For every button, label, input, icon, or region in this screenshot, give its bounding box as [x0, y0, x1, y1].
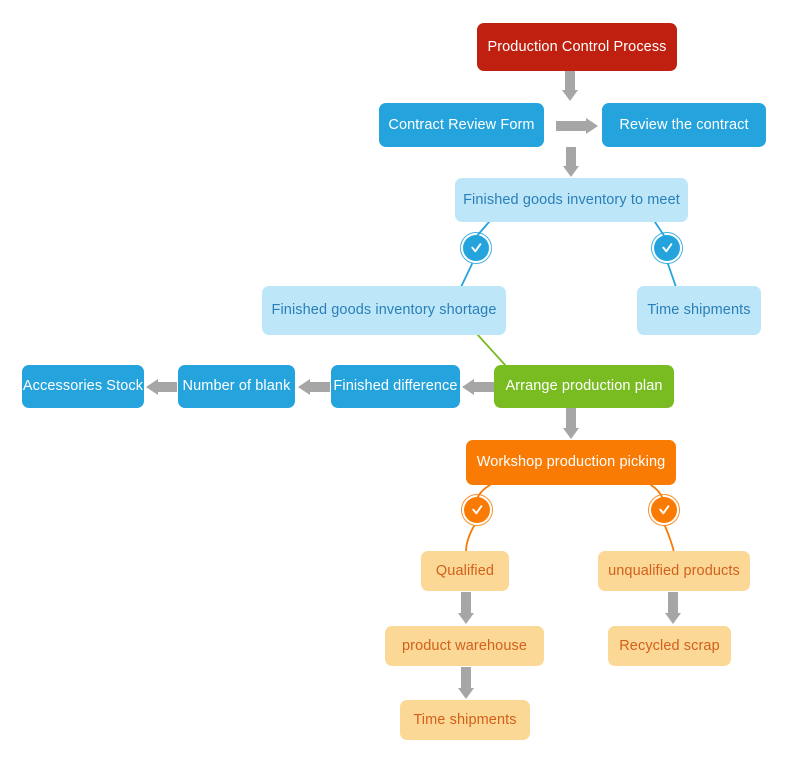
link-badge-left-to-shortage — [460, 263, 473, 288]
node-recycled-scrap[interactable]: Recycled scrap — [608, 626, 731, 666]
arrow-process-to-contract-form — [562, 71, 578, 106]
badge-orange-left[interactable] — [461, 494, 493, 526]
node-finished-difference[interactable]: Finished difference — [331, 365, 460, 408]
arrow-blank-to-accessories — [146, 379, 177, 400]
node-label: product warehouse — [401, 637, 528, 654]
node-arrange-production-plan[interactable]: Arrange production plan — [494, 365, 674, 408]
check-circle-icon — [661, 242, 672, 252]
arrow-svg — [458, 592, 474, 624]
node-label: Finished goods inventory to meet — [463, 191, 680, 208]
node-time-shipments-top[interactable]: Time shipments — [637, 286, 761, 335]
node-label: Accessories Stock — [22, 378, 144, 395]
badge-orange-right[interactable] — [648, 494, 680, 526]
arrow-glyph — [563, 408, 579, 439]
arrow-svg — [556, 118, 598, 134]
arrow-glyph — [458, 667, 474, 699]
link-shortage-to-plan — [476, 333, 507, 367]
node-label: Qualified — [435, 562, 495, 579]
arrow-glyph — [562, 71, 578, 101]
node-label: Finished difference — [333, 378, 458, 395]
node-unqualified-products[interactable]: unqualified products — [598, 551, 750, 591]
arrow-svg — [298, 379, 330, 395]
arrow-qualified-to-warehouse — [458, 592, 474, 629]
arrow-plan-to-difference — [462, 379, 494, 400]
badge-ring — [648, 494, 680, 526]
node-label: unqualified products — [608, 562, 740, 579]
node-time-shipments-bottom[interactable]: Time shipments — [400, 700, 530, 740]
link-badge-left-to-qualified — [465, 525, 475, 553]
arrow-svg — [458, 667, 474, 699]
arrow-form-to-review — [556, 118, 598, 139]
link-badge-right-to-shipments — [667, 263, 677, 288]
badge-ring — [461, 494, 493, 526]
arrow-form-to-finished-goods — [563, 147, 579, 182]
check-circle-icon — [658, 504, 669, 514]
arrow-difference-to-blank — [298, 379, 330, 400]
node-label: Workshop production picking — [476, 454, 666, 471]
arrow-svg — [462, 379, 494, 395]
arrow-glyph — [665, 592, 681, 624]
node-label: Arrange production plan — [505, 378, 663, 395]
arrow-svg — [665, 592, 681, 624]
arrow-glyph — [556, 118, 598, 134]
arrow-svg — [146, 379, 177, 395]
check-circle-icon — [470, 242, 481, 252]
node-finished-goods-to-meet[interactable]: Finished goods inventory to meet — [455, 178, 688, 222]
node-label: Review the contract — [619, 116, 749, 133]
check-circle-icon — [471, 504, 482, 514]
node-contract-review-form[interactable]: Contract Review Form — [379, 103, 544, 147]
arrow-warehouse-to-shipments — [458, 667, 474, 704]
node-production-control-process[interactable]: Production Control Process — [477, 23, 677, 71]
node-qualified[interactable]: Qualified — [421, 551, 509, 591]
node-label: Number of blank — [182, 378, 291, 395]
node-accessories-stock[interactable]: Accessories Stock — [22, 365, 144, 408]
node-review-the-contract[interactable]: Review the contract — [602, 103, 766, 147]
arrow-glyph — [563, 147, 579, 177]
node-label: Finished goods inventory shortage — [271, 302, 497, 319]
arrow-svg — [562, 71, 578, 101]
arrow-unqualified-to-scrap — [665, 592, 681, 629]
arrow-svg — [563, 147, 579, 177]
badge-ring — [651, 232, 683, 264]
arrow-plan-to-workshop — [563, 408, 579, 444]
arrow-svg — [563, 408, 579, 439]
node-label: Time shipments — [647, 302, 751, 319]
badge-blue-right[interactable] — [651, 232, 683, 264]
node-label: Production Control Process — [487, 38, 667, 55]
node-label: Time shipments — [413, 711, 517, 728]
node-finished-goods-shortage[interactable]: Finished goods inventory shortage — [262, 286, 506, 335]
node-number-of-blank[interactable]: Number of blank — [178, 365, 295, 408]
arrow-glyph — [462, 379, 494, 395]
arrow-glyph — [146, 379, 177, 395]
node-workshop-production-picking[interactable]: Workshop production picking — [466, 440, 676, 485]
arrow-glyph — [298, 379, 330, 395]
node-label: Recycled scrap — [619, 637, 720, 654]
node-label: Contract Review Form — [388, 116, 535, 133]
badge-ring — [460, 232, 492, 264]
link-badge-right-to-unqual — [664, 525, 675, 553]
node-product-warehouse[interactable]: product warehouse — [385, 626, 544, 666]
arrow-glyph — [458, 592, 474, 624]
badge-blue-left[interactable] — [460, 232, 492, 264]
